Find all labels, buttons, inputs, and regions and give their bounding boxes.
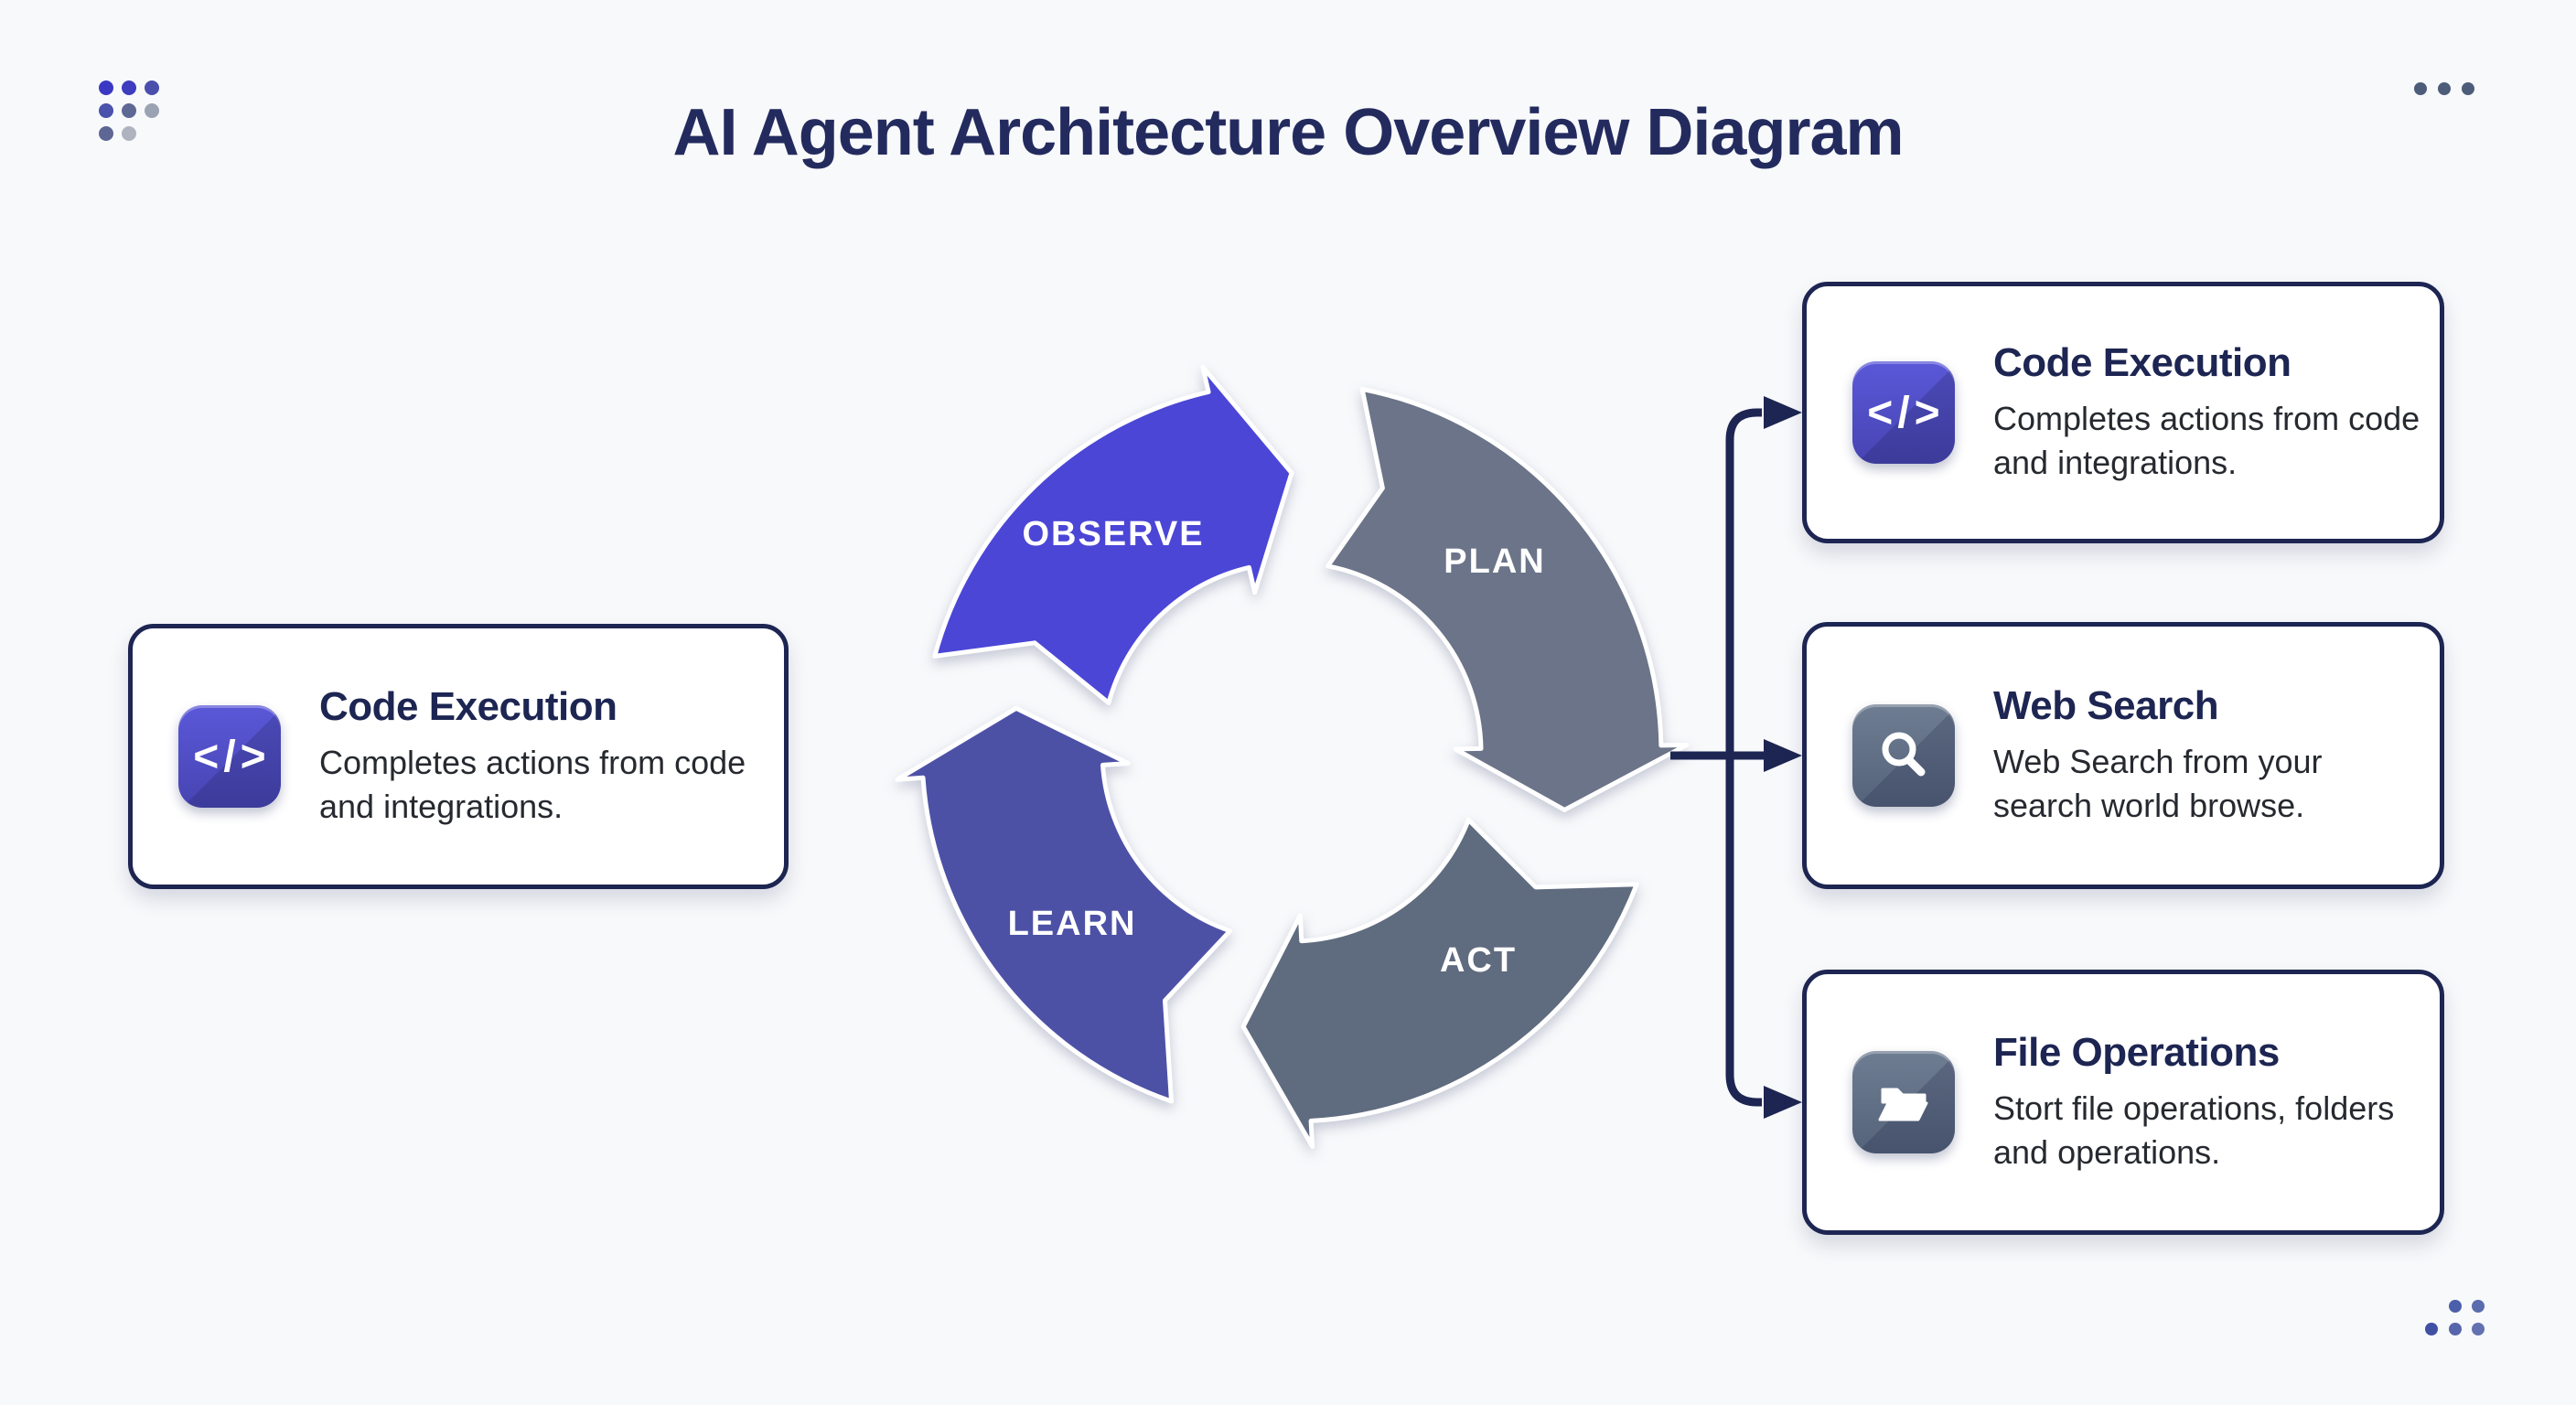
dot bbox=[122, 80, 136, 95]
card-file-operations: File Operations Stort file operations, f… bbox=[1802, 970, 2444, 1235]
cycle-label-learn: LEARN bbox=[1008, 905, 1137, 943]
card-title: Code Execution bbox=[319, 684, 617, 730]
dot bbox=[2449, 1323, 2462, 1335]
cycle-ring: OBSERVE PLAN ACT LEARN bbox=[895, 364, 1690, 1149]
segment-plan bbox=[1326, 386, 1690, 812]
dot bbox=[122, 103, 136, 118]
search-icon bbox=[1852, 704, 1955, 807]
segment-learn bbox=[895, 705, 1233, 1104]
card-description: Stort file operations, folders and opera… bbox=[1993, 1089, 2395, 1171]
dot bbox=[145, 80, 159, 95]
dots-decoration-bottom-right bbox=[2425, 1300, 2489, 1338]
card-title: Code Execution bbox=[1993, 340, 2292, 386]
dot bbox=[2414, 82, 2427, 95]
card-text: Code Execution Completes actions from co… bbox=[1993, 340, 2423, 484]
dot bbox=[2462, 82, 2474, 95]
cycle-label-observe: OBSERVE bbox=[1022, 515, 1204, 553]
dots-decoration-top-right bbox=[2414, 82, 2478, 97]
cycle-label-plan: PLAN bbox=[1444, 542, 1545, 581]
connector-arrowhead-middle bbox=[1764, 739, 1802, 772]
dot bbox=[2472, 1300, 2485, 1313]
page-title: AI Agent Architecture Overview Diagram bbox=[672, 96, 1904, 169]
connector-arrowhead-bottom bbox=[1764, 1086, 1802, 1119]
folder-icon bbox=[1852, 1051, 1955, 1153]
dot bbox=[99, 80, 113, 95]
card-text: Web Search Web Search from your search w… bbox=[1993, 683, 2423, 827]
card-description: Web Search from your search world browse… bbox=[1993, 743, 2323, 824]
folder-glyph bbox=[1878, 1088, 1928, 1121]
card-code-execution-right: </> Code Execution Completes actions fro… bbox=[1802, 282, 2444, 543]
segment-observe bbox=[932, 364, 1294, 705]
code-icon: </> bbox=[178, 705, 281, 808]
dot bbox=[2449, 1300, 2462, 1313]
card-text: Code Execution Completes actions from co… bbox=[319, 684, 749, 828]
dot bbox=[145, 103, 159, 118]
cycle-label-act: ACT bbox=[1440, 941, 1517, 980]
segment-act bbox=[1240, 817, 1639, 1149]
dot bbox=[2438, 82, 2451, 95]
dot bbox=[2472, 1323, 2485, 1335]
code-glyph: </> bbox=[1867, 388, 1945, 437]
dot bbox=[122, 126, 136, 141]
connector bbox=[1670, 396, 1802, 1119]
dot bbox=[99, 103, 113, 118]
card-code-execution-left: </> Code Execution Completes actions fro… bbox=[128, 624, 789, 889]
card-title: Web Search bbox=[1993, 683, 2219, 729]
card-web-search: Web Search Web Search from your search w… bbox=[1802, 622, 2444, 889]
code-icon: </> bbox=[1852, 361, 1955, 464]
card-description: Completes actions from code and integrat… bbox=[319, 744, 746, 825]
connector-arrowhead-top bbox=[1764, 396, 1802, 429]
dots-decoration-top-left bbox=[99, 80, 163, 145]
magnifier-glyph bbox=[1882, 732, 1926, 777]
code-glyph: </> bbox=[193, 732, 271, 781]
card-description: Completes actions from code and integrat… bbox=[1993, 400, 2420, 481]
dot bbox=[2425, 1323, 2438, 1335]
card-text: File Operations Stort file operations, f… bbox=[1993, 1030, 2423, 1174]
card-title: File Operations bbox=[1993, 1030, 2280, 1076]
dot bbox=[99, 126, 113, 141]
